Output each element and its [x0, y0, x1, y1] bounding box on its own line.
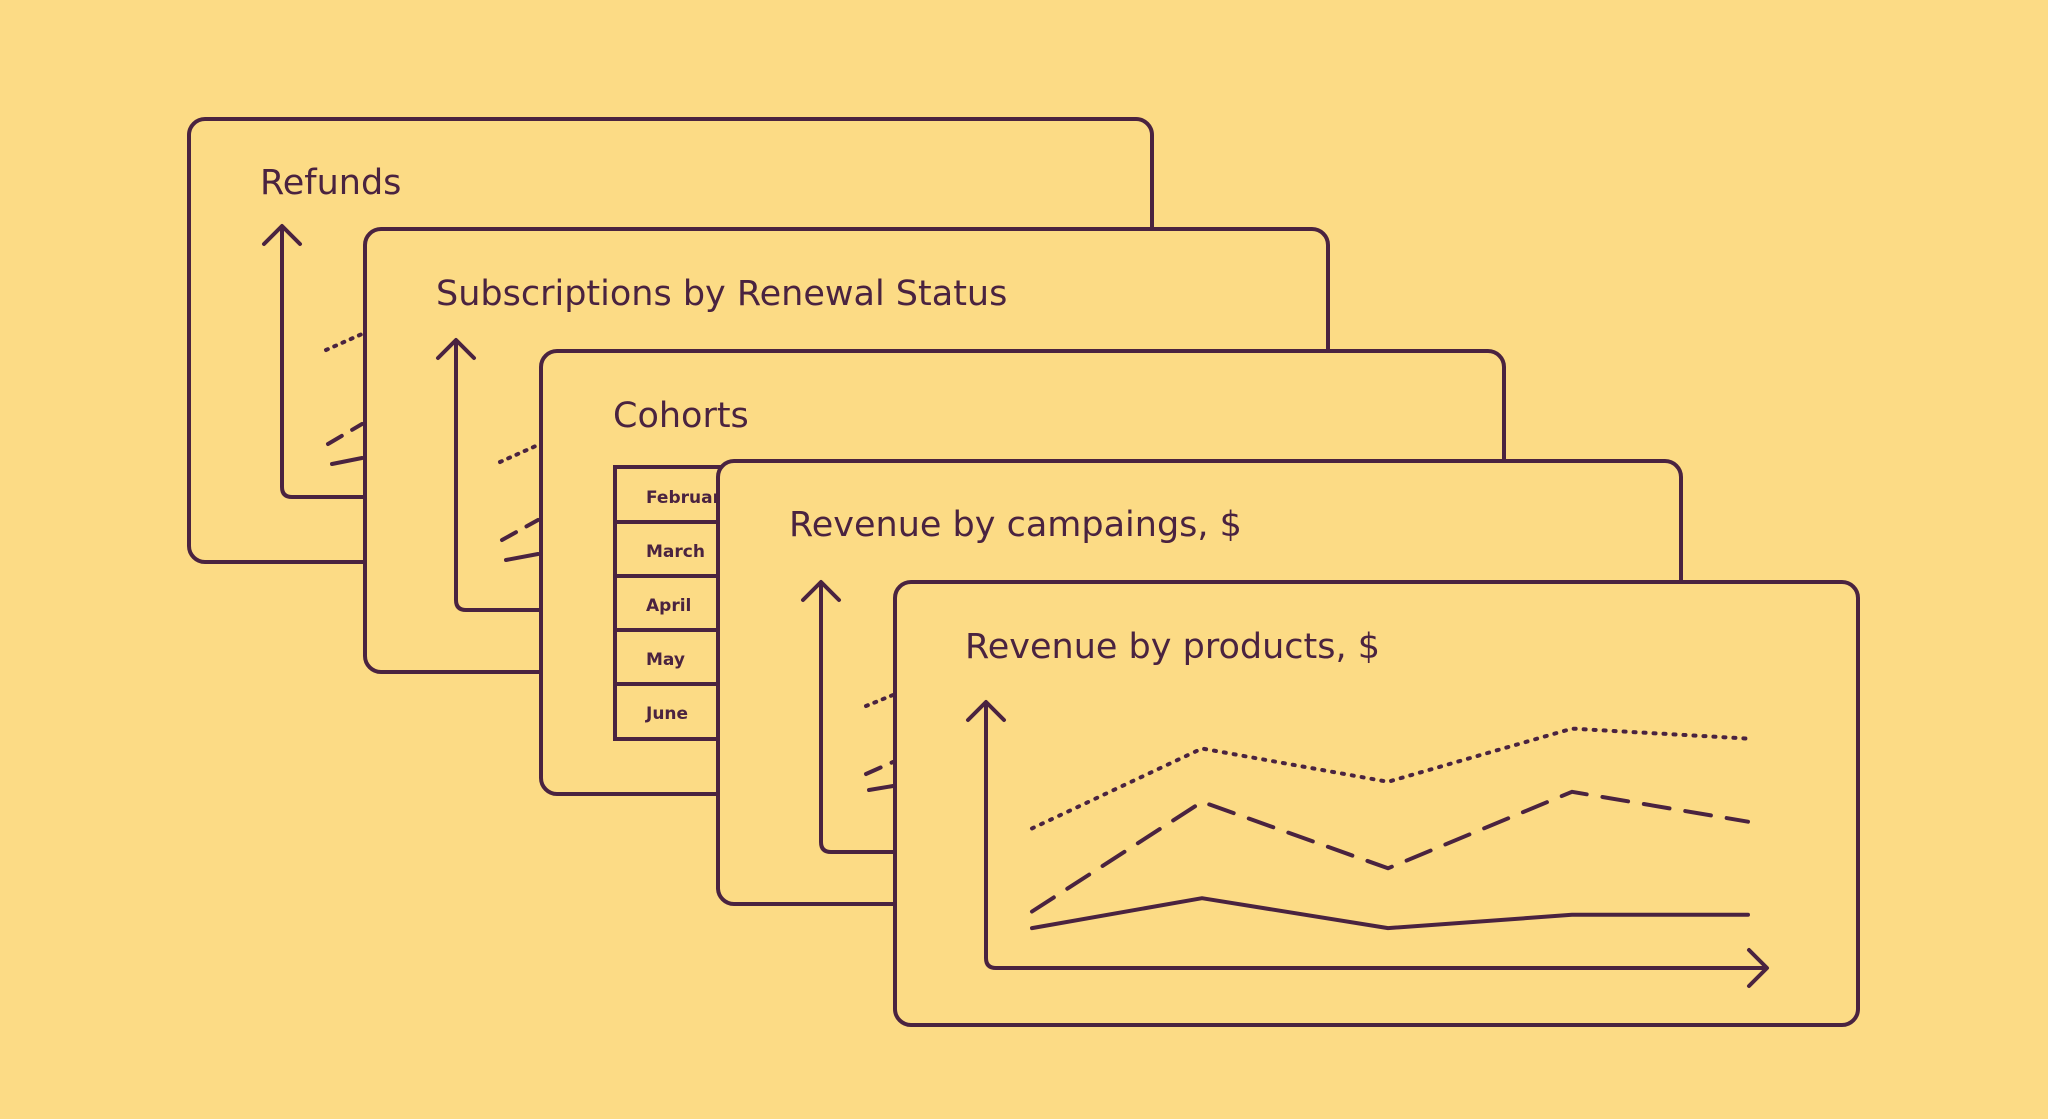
card-refunds-axes [280, 226, 367, 499]
card-refunds-dotted-line [324, 332, 364, 352]
card-refunds-dashed-line [326, 422, 364, 446]
card-subscriptions-y-axis-arrow-icon [436, 338, 476, 360]
y-axis-arrow-icon [966, 700, 1006, 722]
cohort-row-label: April [646, 596, 691, 616]
card-subscriptions-solid-line [504, 552, 540, 562]
card-refunds-solid-line [330, 456, 364, 466]
products-chart-axes [984, 702, 1767, 970]
card-refunds-y-axis-arrow-icon [262, 224, 302, 246]
cohort-row-label: June [645, 704, 688, 724]
card-subscriptions-axes [454, 340, 543, 612]
cohort-row-label: May [646, 650, 685, 670]
card-subscriptions-title: Subscriptions by Renewal Status [436, 274, 1007, 314]
cohort-row-label: March [646, 542, 705, 562]
series-line-dashed [1030, 789, 1750, 914]
card-campaigns-solid-line [867, 784, 895, 792]
card-refunds-title: Refunds [260, 163, 401, 203]
series-line-solid [1030, 896, 1750, 931]
x-axis-arrow-icon [1747, 948, 1769, 988]
card-campaigns-title: Revenue by campaings, $ [789, 505, 1242, 545]
card-campaigns-y-axis-arrow-icon [801, 580, 841, 602]
card-subscriptions-dashed-line [500, 518, 540, 542]
card-campaigns-dashed-line [864, 760, 895, 776]
cohort-row-label: Februar [646, 488, 722, 508]
card-products-title: Revenue by products, $ [965, 627, 1380, 667]
card-subscriptions-dotted-line [498, 443, 540, 464]
card-products: Revenue by products, $ [893, 580, 1860, 1027]
products-chart-plot [1030, 726, 1750, 931]
card-campaigns-axes [819, 582, 897, 854]
card-cohorts-title: Cohorts [613, 396, 749, 436]
